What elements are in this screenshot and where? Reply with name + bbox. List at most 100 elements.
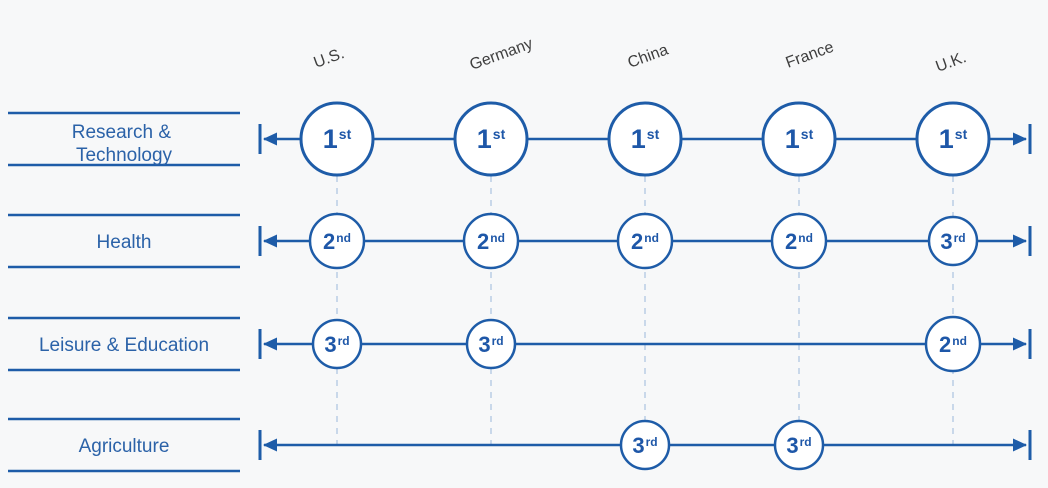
- rank-text: 1st: [939, 124, 968, 154]
- rank-circle: [299, 101, 375, 177]
- country-header-china: China: [626, 41, 671, 71]
- rank-number: 2: [785, 229, 797, 254]
- rank-text: 3rd: [478, 332, 503, 357]
- rank-node-health-uk: 3rd: [927, 215, 979, 267]
- rank-suffix: rd: [954, 231, 966, 245]
- category-label: Agriculture: [79, 436, 170, 457]
- rank-number: 2: [631, 229, 643, 254]
- rank-suffix: nd: [490, 231, 505, 245]
- rank-suffix: nd: [798, 231, 813, 245]
- rank-node-agriculture-france: 3rd: [773, 419, 825, 471]
- rank-number: 3: [632, 433, 644, 458]
- rank-circle: [453, 101, 529, 177]
- rank-circle: [607, 101, 683, 177]
- rank-number: 1: [939, 124, 954, 154]
- rank-text: 2nd: [939, 332, 967, 357]
- rank-text: 3rd: [632, 433, 657, 458]
- rank-number: 3: [478, 332, 490, 357]
- country-header-us: U.S.: [312, 45, 347, 72]
- rank-text: 1st: [477, 124, 506, 154]
- category-label-line: Research &: [72, 122, 172, 143]
- rank-number: 3: [786, 433, 798, 458]
- rank-suffix: rd: [492, 334, 504, 348]
- rank-suffix: rd: [800, 435, 812, 449]
- rank-number: 1: [323, 124, 338, 154]
- rank-circle: [311, 318, 363, 370]
- rank-node-leisure-us: 3rd: [311, 318, 363, 370]
- category-label: Leisure & Education: [39, 335, 209, 356]
- rank-circle: [927, 215, 979, 267]
- rank-text: 2nd: [631, 229, 659, 254]
- axis-left-arrow-icon: [263, 132, 277, 146]
- rank-node-research-us: 1st: [299, 101, 375, 177]
- rank-number: 1: [785, 124, 800, 154]
- rank-text: 1st: [785, 124, 814, 154]
- rank-circle: [761, 101, 837, 177]
- rank-node-health-germany: 2nd: [462, 212, 520, 270]
- category-row-health: Health: [8, 213, 240, 269]
- category-label: Research & Technology: [72, 122, 177, 166]
- axis-right-arrow-icon: [1013, 234, 1027, 248]
- rank-number: 2: [323, 229, 335, 254]
- category-row-leisure-education: Leisure & Education: [8, 316, 240, 372]
- category-label-line: Technology: [76, 145, 173, 166]
- rank-node-research-uk: 1st: [915, 101, 991, 177]
- rank-number: 1: [477, 124, 492, 154]
- rank-suffix: rd: [646, 435, 658, 449]
- rank-number: 3: [940, 229, 952, 254]
- rank-text: 2nd: [477, 229, 505, 254]
- country-header-germany: Germany: [468, 35, 536, 73]
- axis-right-arrow-icon: [1013, 132, 1027, 146]
- rank-number: 3: [324, 332, 336, 357]
- axis-left-arrow-icon: [263, 438, 277, 452]
- rank-suffix: nd: [336, 231, 351, 245]
- rank-node-leisure-germany: 3rd: [465, 318, 517, 370]
- rank-node-health-france: 2nd: [770, 212, 828, 270]
- rank-node-research-france: 1st: [761, 101, 837, 177]
- rank-circle: [462, 212, 520, 270]
- country-header-france: France: [784, 39, 837, 72]
- rank-node-health-china: 2nd: [616, 212, 674, 270]
- category-row-agriculture: Agriculture: [8, 417, 240, 473]
- rank-text: 2nd: [323, 229, 351, 254]
- rank-text: 3rd: [786, 433, 811, 458]
- rank-circle: [308, 212, 366, 270]
- rank-circle: [465, 318, 517, 370]
- rank-circle: [770, 212, 828, 270]
- row-axis-leisure-education: [258, 329, 1032, 359]
- rank-suffix: st: [339, 126, 352, 142]
- rank-suffix: nd: [952, 334, 967, 348]
- rank-circle: [773, 419, 825, 471]
- rank-circle: [915, 101, 991, 177]
- rank-circle: [924, 315, 982, 373]
- rank-suffix: rd: [338, 334, 350, 348]
- rank-text: 3rd: [940, 229, 965, 254]
- axis-right-arrow-icon: [1013, 337, 1027, 351]
- rank-node-leisure-uk: 2nd: [924, 315, 982, 373]
- rank-suffix: st: [801, 126, 814, 142]
- rank-text: 1st: [323, 124, 352, 154]
- rank-circle: [616, 212, 674, 270]
- axis-left-arrow-icon: [263, 337, 277, 351]
- rank-suffix: st: [647, 126, 660, 142]
- rank-node-agriculture-china: 3rd: [619, 419, 671, 471]
- rank-suffix: nd: [644, 231, 659, 245]
- rank-suffix: st: [493, 126, 506, 142]
- rank-node-research-germany: 1st: [453, 101, 529, 177]
- rank-number: 2: [477, 229, 489, 254]
- rank-circle: [619, 419, 671, 471]
- rank-node-research-china: 1st: [607, 101, 683, 177]
- rank-text: 2nd: [785, 229, 813, 254]
- rank-number: 2: [939, 332, 951, 357]
- rank-text: 1st: [631, 124, 660, 154]
- rank-text: 3rd: [324, 332, 349, 357]
- country-header-uk: U.K.: [934, 49, 969, 76]
- rank-suffix: st: [955, 126, 968, 142]
- axis-right-arrow-icon: [1013, 438, 1027, 452]
- rank-node-health-us: 2nd: [308, 212, 366, 270]
- axis-left-arrow-icon: [263, 234, 277, 248]
- rank-number: 1: [631, 124, 646, 154]
- category-label: Health: [97, 232, 152, 253]
